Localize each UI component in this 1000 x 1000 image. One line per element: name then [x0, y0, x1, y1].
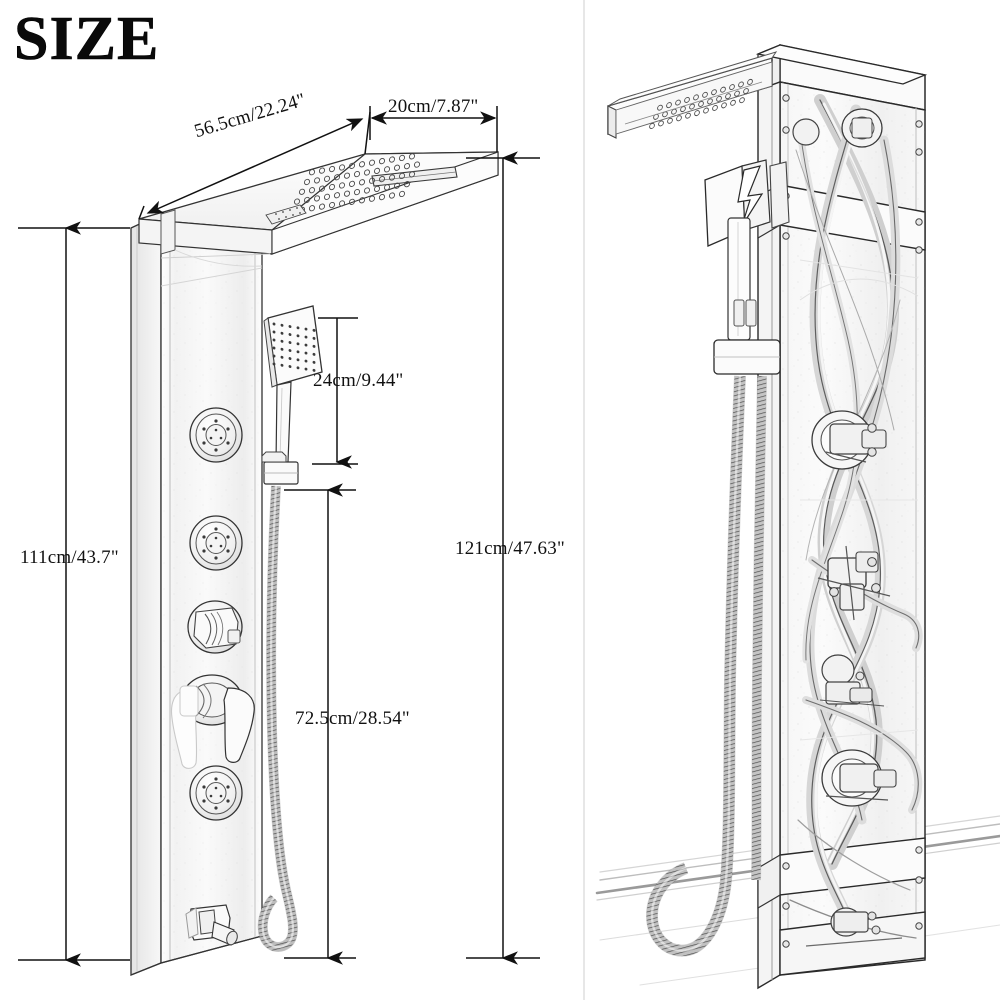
pipe-fitting-bottom — [821, 749, 897, 807]
pipe-fitting-center-cross — [817, 545, 891, 621]
body-massage-jet-middle — [189, 515, 243, 571]
dimension-label-panel-height: 111cm/43.7" — [20, 547, 119, 568]
dim-565 — [138, 111, 371, 220]
mixer-lever-handle — [170, 674, 255, 769]
pipe-fitting-upper-mid — [811, 410, 887, 470]
dim-121 — [466, 151, 540, 965]
handheld-nozzle-grid — [272, 322, 316, 372]
dimension-label-handheld-drop: 24cm/9.44" — [313, 370, 404, 391]
shower-hose-loop — [645, 375, 767, 957]
left-front-view — [18, 106, 540, 976]
dimension-label-overall-height: 121cm/47.63" — [455, 538, 565, 559]
dimension-label-hose-reach: 72.5cm/28.54" — [295, 708, 410, 729]
dimension-lines — [18, 106, 540, 967]
dim-24 — [312, 317, 358, 469]
right-internal-view — [595, 44, 1000, 990]
rainfall-shower-head — [607, 51, 778, 139]
pipe-fitting-lower — [819, 654, 885, 707]
internal-plumbing — [789, 94, 923, 947]
dim-725 — [284, 483, 356, 965]
page-title: SIZE — [14, 5, 160, 73]
body-massage-jet-upper — [189, 407, 243, 463]
pipe-fitting-base — [805, 907, 903, 947]
diverter-knob — [187, 600, 243, 654]
tub-spout — [185, 904, 238, 946]
dim-111 — [18, 221, 130, 967]
handheld-holder-bracket-right — [704, 159, 790, 375]
body-massage-jet-lower — [189, 765, 243, 821]
pipe-fitting-top — [792, 108, 883, 148]
panel-body — [130, 212, 263, 976]
handheld-shower-head — [263, 305, 323, 465]
dim-20 — [369, 106, 498, 152]
dimension-label-head-width: 20cm/7.87" — [388, 96, 479, 117]
handheld-holder-bracket — [261, 451, 299, 485]
